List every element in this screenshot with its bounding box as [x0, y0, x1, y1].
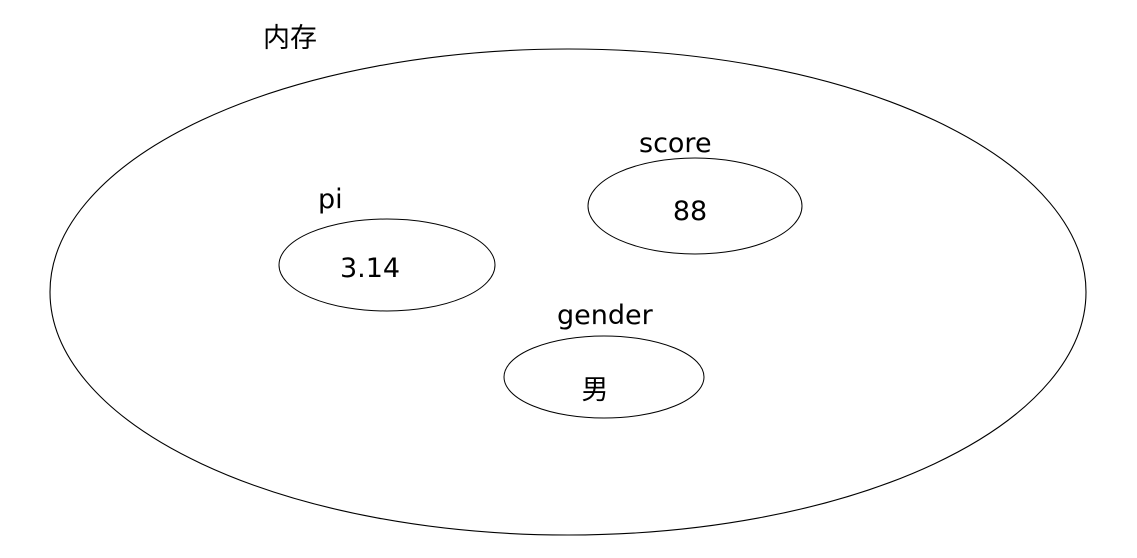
- variable-value-pi: 3.14: [340, 253, 400, 284]
- memory-container-label: 内存: [263, 23, 317, 54]
- variable-label-score: score: [639, 128, 712, 159]
- variable-ellipse-gender[interactable]: [503, 335, 705, 419]
- variable-ellipse-pi[interactable]: [278, 218, 496, 312]
- variable-value-score: 88: [673, 196, 707, 227]
- variable-ellipse-score[interactable]: [587, 157, 803, 255]
- variable-label-gender: gender: [557, 300, 654, 331]
- variable-value-gender: 男: [582, 375, 609, 406]
- variable-label-pi: pi: [318, 184, 343, 215]
- memory-container-ellipse[interactable]: [49, 48, 1087, 536]
